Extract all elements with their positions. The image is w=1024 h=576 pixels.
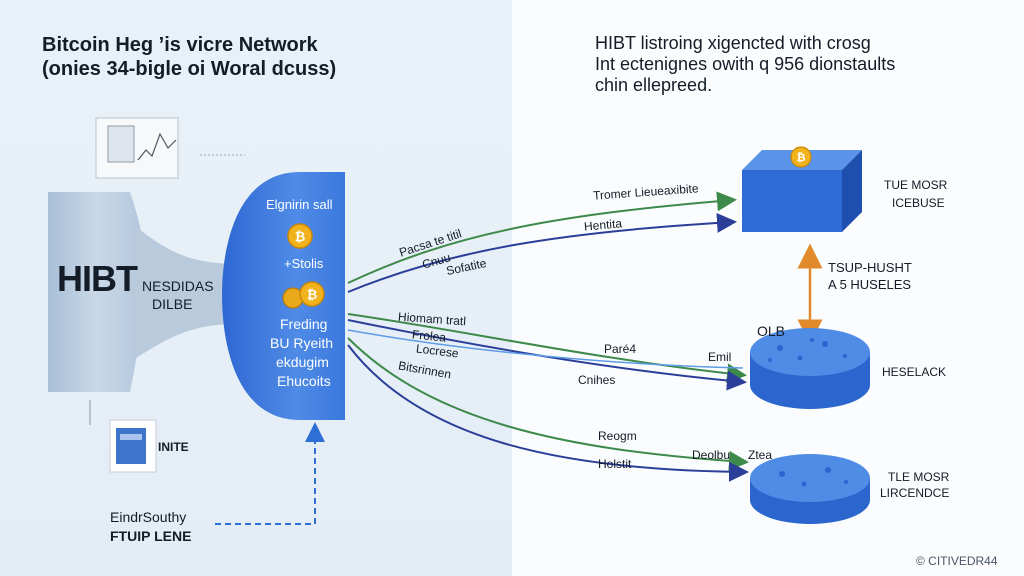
hibt-funnel — [48, 192, 290, 392]
node-line-1: Freding — [280, 316, 328, 332]
right-title-line-3: chin ellepreed. — [595, 75, 713, 95]
arrow-navy-to-disk2 — [347, 344, 749, 482]
disk1-top-label: OLB — [757, 323, 786, 339]
disk2-label-line-2: LIRCENDCE — [880, 486, 950, 500]
arrow-navy-to-cube — [347, 212, 737, 293]
vertical-label-line-1: TSUP-HUSHT — [828, 260, 912, 275]
bottom-left-line-2: FTUIP LENE — [110, 528, 192, 544]
cube-label-line-2: ICEBUSE — [892, 196, 945, 210]
label-holstit: Holstit — [598, 457, 632, 471]
node-line-4: Ehucoits — [277, 373, 331, 389]
right-title-line-2: Int ectenignes owith q 956 dionstaults — [595, 54, 896, 74]
left-title-line-2: (onies 34-bigle oi Woral dcuss) — [42, 58, 337, 80]
svg-text:₿: ₿ — [797, 152, 806, 164]
node-line-3: ekdugim — [276, 354, 329, 370]
label-parca: Paré4 — [604, 342, 637, 356]
disk-node-2 — [750, 454, 870, 524]
label-ztea: Ztea — [748, 448, 773, 462]
node-sub-label: +Stolis — [284, 256, 324, 271]
cube-label-line-1: TUE MOSR — [884, 178, 948, 192]
node-line-2: BU Ryeith — [270, 335, 334, 351]
funnel-mid-line-2: DILBE — [152, 296, 193, 312]
left-title-line-1: Bitcoin Heg ’is vicre Network — [42, 34, 318, 56]
right-title-line-1: HIBT listroing xigencted with crosg — [595, 33, 871, 53]
flow-arrows — [347, 191, 749, 482]
arrow-green-to-cube — [347, 191, 737, 284]
disk1-side-label: HESELACK — [882, 365, 947, 379]
node-top-label: Elgnirin sall — [266, 197, 333, 212]
cube-node: ₿ — [742, 146, 862, 232]
disk-node-1 — [750, 328, 870, 409]
svg-text:₿: ₿ — [295, 229, 306, 244]
chart-thumbnail — [95, 117, 245, 179]
vertical-label-line-2: A 5 HUSELES — [828, 277, 912, 292]
coin-stack-icon: ₿ — [282, 281, 325, 309]
footer-copyright: © CITIVEDR44 — [916, 554, 998, 568]
label-emil: Emil — [708, 350, 732, 364]
label-deolbu: Deolbu — [692, 448, 731, 462]
svg-text:₿: ₿ — [307, 287, 318, 302]
arrow-green-to-disk1 — [347, 313, 747, 384]
doc-title: INITE — [158, 440, 189, 454]
dashed-arrow — [215, 422, 325, 525]
document-thumbnail — [89, 400, 157, 473]
bitcoin-coin-icon: ₿ — [287, 223, 313, 249]
label-reogm: Reogm — [598, 429, 637, 443]
bottom-left-line-1: EindrSouthy — [110, 509, 187, 525]
label-cnihes: Cnihes — [578, 373, 616, 387]
funnel-mid-line-1: NESDIDAS — [142, 278, 214, 294]
disk2-label-line-1: TLE MOSR — [888, 470, 950, 484]
funnel-big-label: HIBT — [57, 258, 138, 299]
arrow-light-to-disk1 — [347, 329, 744, 369]
arrow-green-to-disk2 — [347, 337, 749, 471]
